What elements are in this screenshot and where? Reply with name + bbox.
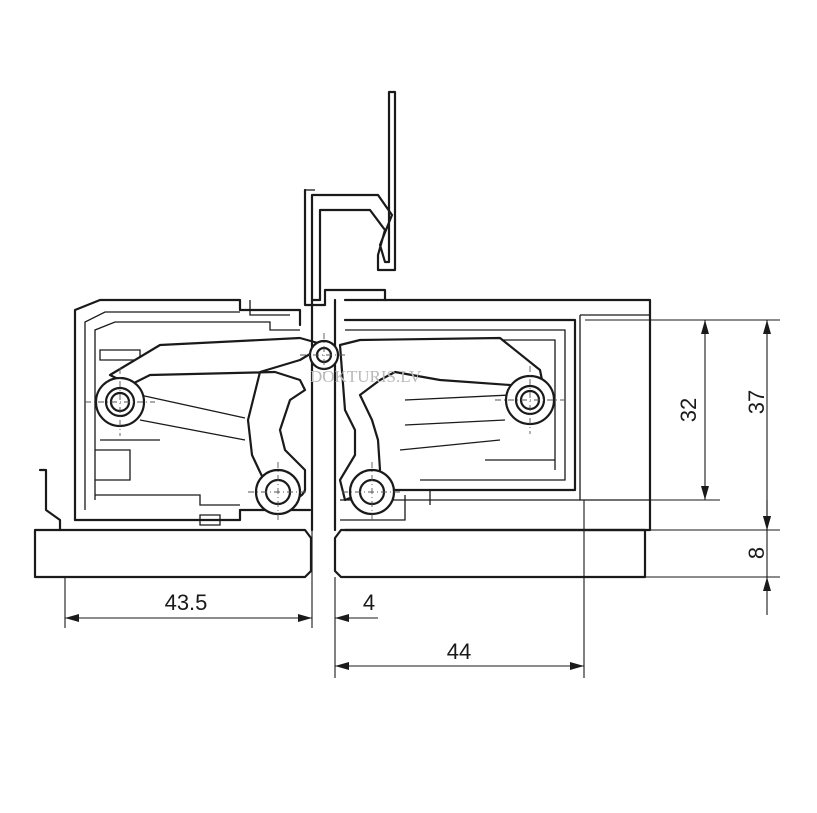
hinge-arm-left — [108, 336, 327, 500]
dimension-44: 44 — [335, 500, 585, 678]
dimension-32: 32 — [585, 319, 720, 501]
dimension-43-5: 43.5 — [64, 530, 313, 628]
center-marks — [85, 333, 565, 522]
dimension-8: 8 — [645, 500, 780, 615]
dimension-label-37: 37 — [744, 390, 769, 414]
dimension-label-43-5: 43.5 — [165, 590, 208, 615]
dimension-label-44: 44 — [447, 639, 471, 664]
dimension-37: 37 — [650, 319, 780, 531]
spring-clip — [303, 90, 397, 307]
center-gap-lines — [310, 298, 337, 532]
hinge-arm-right — [338, 336, 547, 502]
right-hinge-housing — [340, 318, 577, 521]
dimension-label-8: 8 — [744, 547, 769, 559]
dimension-label-32: 32 — [676, 398, 701, 422]
right-board-section — [333, 528, 647, 579]
dimension-4: 4 — [334, 577, 378, 678]
left-board-section — [33, 528, 313, 579]
dimension-label-4: 4 — [363, 590, 375, 615]
watermark: DOKTURIS.LV — [310, 367, 422, 386]
